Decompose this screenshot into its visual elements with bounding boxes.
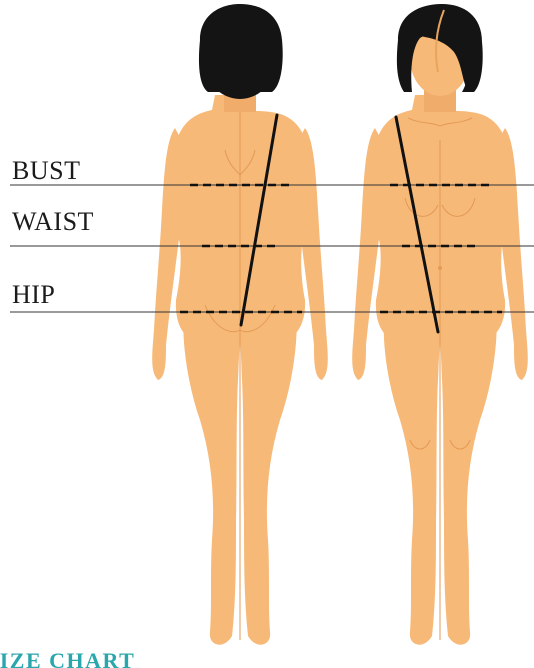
bust-label: BUST [12,158,80,184]
front-figure-left-arm [352,128,384,380]
back-figure-torso [173,95,309,335]
size-chart-title-container: SIZE CHART [0,648,534,668]
hip-label: HIP [12,282,55,308]
back-figure-hair-bob [199,4,283,92]
back-figure-left-arm [152,128,184,380]
waist-label: WAIST [12,209,94,235]
size-chart-title: SIZE CHART [0,650,135,668]
front-view-figure [352,4,528,645]
front-figure-torso [373,95,509,335]
